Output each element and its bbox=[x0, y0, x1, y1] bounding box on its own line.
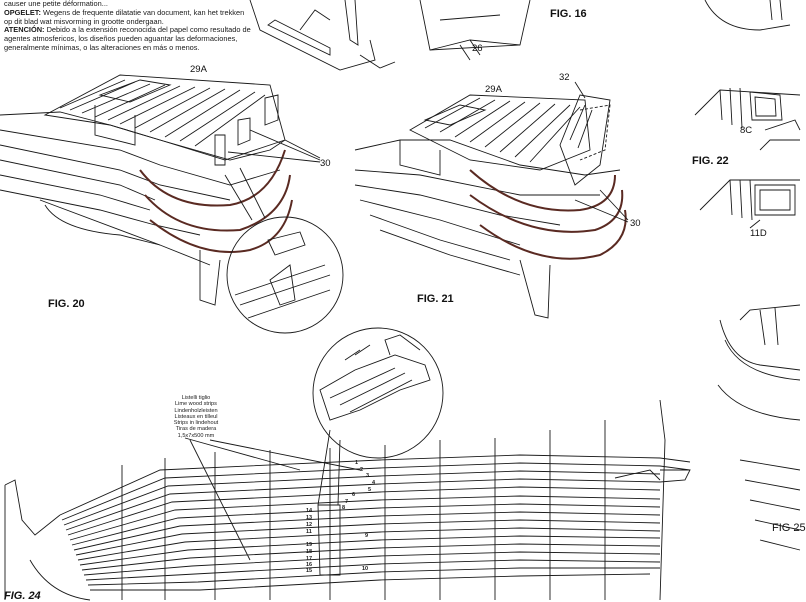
legend-line: Listelli tiglio bbox=[181, 395, 211, 401]
legend-line: Strips in lindehout bbox=[173, 420, 219, 427]
strip-material-legend: Listelli tiglio Lime wood strips Lindenh… bbox=[158, 395, 234, 439]
fig21-label: FIG. 21 bbox=[417, 293, 454, 305]
strip-number: 7 bbox=[345, 499, 349, 505]
strip-number: 15 bbox=[306, 568, 313, 574]
notes-intro-line: causer une petite déformation... bbox=[4, 0, 108, 8]
material-notes: causer une petite déformation... OPGELET… bbox=[4, 0, 254, 53]
part-8c-label: 8C bbox=[740, 125, 753, 136]
fig16-label: FIG. 16 bbox=[550, 8, 587, 20]
strip-number: 17 bbox=[306, 556, 313, 562]
part-11d-label: 11D bbox=[750, 228, 767, 239]
strip-number: 5 bbox=[368, 487, 372, 493]
part-30-left-label: 30 bbox=[320, 158, 331, 169]
part-29a-right-label: 29A bbox=[485, 84, 502, 95]
fig21-drawing bbox=[354, 81, 629, 319]
fig25-label: FIG 25 bbox=[772, 522, 806, 534]
strip-number: 6 bbox=[352, 492, 356, 498]
part-32-label: 32 bbox=[559, 72, 570, 83]
fig20-drawing bbox=[0, 74, 344, 334]
legend-line: Tiras de madera bbox=[175, 426, 217, 433]
opgelet-title: OPGELET: bbox=[4, 7, 41, 17]
strip-number: 16 bbox=[306, 562, 313, 568]
legend-line: Listeaux en tilleul bbox=[174, 413, 218, 420]
strip-number: 14 bbox=[306, 508, 313, 514]
part-30-right-label: 30 bbox=[630, 218, 641, 229]
fig-top-right-detail bbox=[704, 0, 791, 31]
atencion-title: ATENCIÓN: bbox=[4, 25, 45, 35]
strip-number: 10 bbox=[362, 566, 369, 572]
fig22-label: FIG. 22 bbox=[692, 155, 729, 167]
part-26-label: 26 bbox=[472, 43, 483, 54]
fig22-drawing bbox=[694, 87, 801, 229]
fig25-drawing bbox=[717, 304, 801, 551]
strip-number: 9 bbox=[365, 533, 369, 539]
strip-number: 4 bbox=[372, 480, 376, 486]
fig24-drawing bbox=[4, 327, 691, 601]
strip-number: 18 bbox=[306, 549, 313, 555]
strip-number: 11 bbox=[306, 529, 312, 535]
strip-number: 3 bbox=[366, 473, 370, 479]
fig20-label: FIG. 20 bbox=[48, 298, 85, 310]
strip-number: 8 bbox=[342, 505, 346, 511]
strip-number: 1 bbox=[355, 460, 359, 466]
legend-line: 1,5x7x500 mm bbox=[177, 432, 215, 439]
strip-number: 13 bbox=[306, 515, 313, 521]
strip-number: 2 bbox=[360, 467, 364, 473]
atencion-note: ATENCIÓN: Debido a la extensión reconoci… bbox=[4, 25, 254, 52]
opgelet-body: Wegens de frequente dilatatie van docume… bbox=[4, 7, 245, 26]
opgelet-note: OPGELET: Wegens de frequente dilatatie v… bbox=[4, 7, 254, 27]
atencion-body: Debido a la extensión reconocida del pap… bbox=[4, 25, 251, 52]
legend-line: Lime wood strips bbox=[175, 401, 217, 408]
part-29a-left-label: 29A bbox=[190, 64, 207, 75]
strip-number: 12 bbox=[306, 522, 313, 528]
legend-line: Lindenholzleisten bbox=[174, 407, 218, 414]
fig24-label: FIG. 24 bbox=[4, 590, 41, 602]
fig16-detail-drawing bbox=[249, 0, 531, 71]
strip-number: 19 bbox=[306, 542, 313, 548]
